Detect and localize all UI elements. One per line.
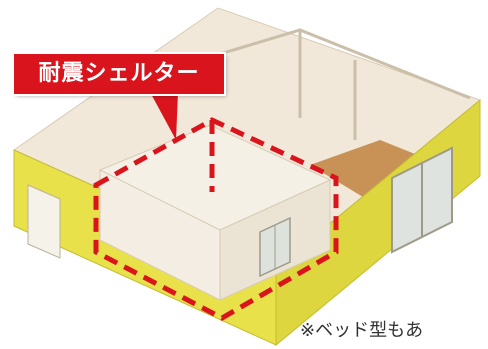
door [27, 184, 61, 259]
wood-floor-room [310, 140, 430, 200]
shelter-dashed-outline [93, 117, 339, 321]
footnote: ※ベッド型もあ [300, 320, 424, 341]
callout-pointer [150, 92, 178, 140]
shelter-callout: 耐震シェルター [14, 54, 224, 94]
shelter-callout-label: 耐震シェルター [38, 61, 200, 86]
